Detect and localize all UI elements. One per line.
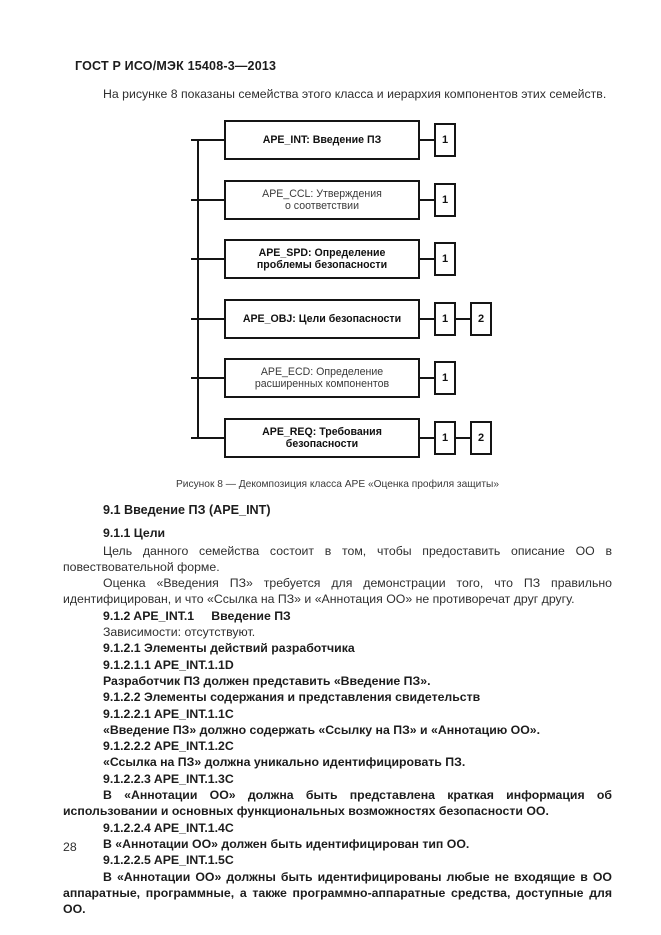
section-heading-9-1-2-1: 9.1.2.1 Элементы действий разработчика [103,641,355,656]
component-number: 1 [441,432,449,444]
connector-line [420,437,434,439]
family-label-line2: расширенных компонентов [254,378,390,390]
connector-line [420,199,434,201]
section-heading-9-1-2-1-1: 9.1.2.1.1 APE_INT.1.1D [103,657,234,672]
component-box: 1 [434,421,456,455]
section-heading-9-1-2-2: 9.1.2.2 Элементы содержания и представле… [103,690,481,705]
stub-line [191,318,224,320]
family-box-ape-ecd: APE_ECD: Определение расширенных компоне… [224,358,420,398]
family-label-line2: проблемы безопасности [256,259,388,271]
component-box: 2 [470,421,492,455]
family-box-ape-int: APE_INT: Введение ПЗ [224,120,420,160]
section-heading-9-1-1: 9.1.1 Цели [103,526,166,541]
component-box: 1 [434,302,456,336]
stub-line [191,199,224,201]
component-number: 1 [441,194,449,206]
component-box: 1 [434,242,456,276]
component-number: 2 [477,313,485,325]
body-paragraph: Оценка «Введения ПЗ» требуется для демон… [63,576,612,607]
requirement-text: В «Аннотации ОО» должна быть представлен… [63,788,612,819]
family-label: APE_OBJ: Цели безопасности [242,312,402,325]
requirement-text: В «Аннотации ОО» должен быть идентифицир… [103,836,470,851]
section-heading-9-1: 9.1 Введение ПЗ (APE_INT) [103,503,271,517]
section-heading-9-1-2-2-1: 9.1.2.2.1 APE_INT.1.1C [103,706,234,721]
component-number: 1 [441,372,449,384]
component-number: 1 [441,134,449,146]
family-label: APE_SPD: Определение [258,246,386,259]
stub-line [191,139,224,141]
family-label: APE_INT: Введение ПЗ [262,133,382,146]
component-box: 1 [434,361,456,395]
component-box: 1 [434,183,456,217]
section-heading-9-1-2-2-4: 9.1.2.2.4 APE_INT.1.4C [103,820,234,835]
family-label: APE_REQ: Требования [262,425,382,438]
intro-paragraph: На рисунке 8 показаны семейства этого кл… [103,87,607,101]
page-number: 28 [63,840,77,854]
connector-line [420,258,434,260]
family-label-line2: о соответствии [284,200,360,212]
family-box-ape-spd: APE_SPD: Определение проблемы безопаснос… [224,239,420,279]
family-box-ape-req: APE_REQ: Требования безопасности [224,418,420,458]
component-number: 1 [441,313,449,325]
family-box-ape-ccl: APE_CCL: Утверждения о соответствии [224,180,420,220]
component-number: 2 [477,432,485,444]
requirement-text: «Ссылка на ПЗ» должна уникально идентифи… [103,755,466,770]
family-label: APE_CCL: Утверждения [262,187,382,200]
section-heading-9-1-2-2-2: 9.1.2.2.2 APE_INT.1.2C [103,739,234,754]
family-box-ape-obj: APE_OBJ: Цели безопасности [224,299,420,339]
connector-line [420,377,434,379]
requirement-text: «Введение ПЗ» должно содержать «Ссылку н… [103,722,541,737]
figure-caption: Рисунок 8 — Декомпозиция класса АРЕ «Оце… [175,479,499,490]
requirement-text: Разработчик ПЗ должен представить «Введе… [103,673,431,688]
body-paragraph: Зависимости: отсутствуют. [103,625,256,640]
family-label-line2: безопасности [285,438,359,450]
stub-line [191,377,224,379]
component-number: 1 [441,253,449,265]
section-heading-9-1-2-2-5: 9.1.2.2.5 APE_INT.1.5C [103,853,234,868]
figure-8-diagram: APE_INT: Введение ПЗ 1 APE_CCL: Утвержде… [191,120,492,458]
section-heading-9-1-2: 9.1.2 APE_INT.1 Введение ПЗ [103,608,291,623]
trunk-line [197,139,199,438]
section-heading-9-1-2-2-3: 9.1.2.2.3 APE_INT.1.3C [103,771,234,786]
stub-line [191,437,224,439]
body-text: 9.1 Введение ПЗ (APE_INT) 9.1.1 Цели Цел… [63,502,612,917]
connector-line [456,437,470,439]
requirement-text: В «Аннотации ОО» должны быть идентифицир… [63,869,612,917]
body-paragraph: Цель данного семейства состоит в том, чт… [63,543,612,574]
family-label: APE_ECD: Определение [260,365,384,378]
stub-line [191,258,224,260]
connector-line [420,139,434,141]
connector-line [456,318,470,320]
component-box: 2 [470,302,492,336]
document-header: ГОСТ Р ИСО/МЭК 15408-3—2013 [75,59,277,73]
component-box: 1 [434,123,456,157]
connector-line [420,318,434,320]
